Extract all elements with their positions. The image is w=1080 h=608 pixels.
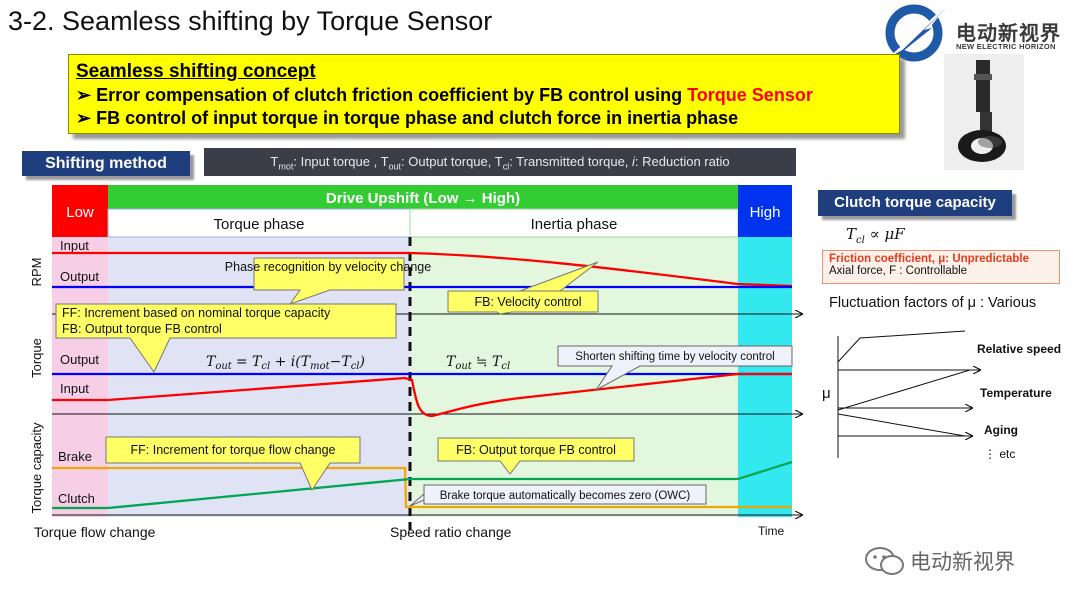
relative-speed-curve xyxy=(837,330,966,363)
factor-temperature: Temperature xyxy=(980,386,1052,400)
axis-torque-label: Torque xyxy=(29,338,44,378)
notation-text: T xyxy=(270,154,279,169)
inertia-phase-region xyxy=(410,237,738,517)
inertia-phase-header xyxy=(409,208,739,238)
label-time: Time xyxy=(758,524,785,538)
concept-line-2: ➢ FB control of input torque in torque p… xyxy=(76,108,739,128)
callout-ff-torque-flow xyxy=(105,436,361,492)
high-region xyxy=(738,237,792,517)
concept-box: Seamless shifting concept ➢ Error compen… xyxy=(68,54,900,134)
drive-upshift-label: Drive Upshift (Low → High) xyxy=(326,190,520,207)
low-header xyxy=(52,185,108,237)
notation-sub: out xyxy=(388,161,402,172)
callout-fb-output-text: FB: Output torque FB control xyxy=(456,443,616,457)
high-header xyxy=(738,185,792,237)
input-rpm-curve xyxy=(52,251,793,288)
callout-ff-nominal xyxy=(55,303,397,373)
callout-shorten-time xyxy=(557,345,793,391)
factor-aging: Aging xyxy=(984,423,1018,437)
brand-logo-text: 电动新视界 xyxy=(956,23,1061,45)
label-torque-flow-change: Torque flow change xyxy=(34,524,156,540)
formula-sub: cl xyxy=(856,235,865,246)
brake-capacity-curve xyxy=(52,466,792,509)
callout-fb-velocity-text: FB: Velocity control xyxy=(475,295,582,309)
factor-relative-speed: Relative speed xyxy=(977,342,1061,356)
callout-brake-zero-text: Brake torque automatically becomes zero … xyxy=(440,490,691,502)
slide-title: 3-2. Seamless shifting by Torque Sensor xyxy=(8,6,493,36)
row-label-output-torque: Output xyxy=(60,352,99,367)
torque-phase-header xyxy=(107,208,411,238)
wechat-icon xyxy=(865,547,904,575)
friction-box: Friction coefficient, μ: Unpredictable A… xyxy=(822,250,1060,284)
callout-ff-nominal-line2: FB: Output torque FB control xyxy=(62,322,222,336)
axis-rpm-label: RPM xyxy=(29,258,44,287)
row-label-clutch: Clutch xyxy=(58,491,95,506)
notation-text: i xyxy=(632,154,635,169)
equation-inertia-phase: Tout≒ Tcl xyxy=(446,354,510,372)
clutch-formula: Tcl ∝ μF xyxy=(846,225,905,246)
wechat-account-name: 电动新视界 xyxy=(910,551,1015,574)
row-label-input-rpm: Input xyxy=(60,238,89,253)
mu-factor-chart: μ Relative speed Temperature Aging ⋮ etc xyxy=(822,330,1061,461)
callout-fb-output xyxy=(437,437,635,475)
clutch-capacity-curve xyxy=(52,460,793,510)
formula-text: ∝ μF xyxy=(864,225,905,243)
notation-text: : Input torque , T xyxy=(293,154,389,169)
input-torque-curve xyxy=(52,372,792,418)
notation-text: : Reduction ratio xyxy=(634,154,730,169)
low-label: Low xyxy=(66,204,94,221)
high-label: High xyxy=(750,204,781,221)
row-label-output-rpm: Output xyxy=(60,269,99,284)
callout-shorten-time-text: Shorten shifting time by velocity contro… xyxy=(575,351,774,363)
torque-phase-label: Torque phase xyxy=(214,216,305,233)
fluctuation-title: Fluctuation factors of μ : Various xyxy=(829,295,1037,311)
temperature-rising-line xyxy=(837,369,971,411)
shifting-diagram: Low Drive Upshift (Low → High) Torque ph… xyxy=(29,185,820,540)
brand-logo-icon xyxy=(885,2,950,62)
concept-line-1-text: ➢ Error compensation of clutch friction … xyxy=(76,85,688,105)
concept-line-1-highlight: Torque Sensor xyxy=(687,85,813,105)
notation-sub: mot xyxy=(278,161,294,172)
low-region xyxy=(52,237,108,517)
notation-bar: Tmot: Input torque , Tout: Output torque… xyxy=(204,148,796,176)
equation-torque-phase: Tout= Tcl + i(Tmot−Tcl) xyxy=(206,354,365,372)
mu-label: μ xyxy=(822,385,831,402)
friction-text: Friction coefficient, μ: Unpredictable xyxy=(829,253,1030,265)
axis-capacity-label: Torque capacity xyxy=(29,422,44,514)
callout-ff-torque-flow-text: FF: Increment for torque flow change xyxy=(131,443,336,457)
row-label-brake: Brake xyxy=(58,449,92,464)
factor-etc: ⋮ etc xyxy=(984,447,1015,461)
callout-fb-velocity xyxy=(447,261,599,315)
callout-brake-zero xyxy=(409,484,707,507)
callout-phase-recognition xyxy=(253,257,405,305)
brand-logo-subtitle: NEW ELECTRIC HORIZON xyxy=(956,42,1056,51)
label-speed-ratio-change: Speed ratio change xyxy=(390,524,512,540)
shifting-method-label: Shifting method xyxy=(22,151,190,176)
notation-sub: cl xyxy=(502,161,510,172)
aging-falling-line xyxy=(837,413,966,437)
row-label-input-torque: Input xyxy=(60,381,89,396)
formula-text: T xyxy=(846,225,857,243)
notation-text: : Output torque, T xyxy=(401,154,503,169)
drive-upshift-header xyxy=(108,185,738,209)
callout-phase-recognition-text: Phase recognition by velocity change xyxy=(225,260,431,274)
axial-text: Axial force, F : Controllable xyxy=(829,265,968,277)
clutch-capacity-title: Clutch torque capacity xyxy=(818,190,1012,216)
inertia-phase-label: Inertia phase xyxy=(531,216,618,233)
notation-text: : Transmitted torque, xyxy=(509,154,633,169)
callout-ff-nominal-line1: FF: Increment based on nominal torque ca… xyxy=(62,306,331,320)
torque-sensor-photo xyxy=(944,54,1024,170)
concept-line-1: ➢ Error compensation of clutch friction … xyxy=(76,85,899,106)
concept-title: Seamless shifting concept xyxy=(76,61,316,82)
